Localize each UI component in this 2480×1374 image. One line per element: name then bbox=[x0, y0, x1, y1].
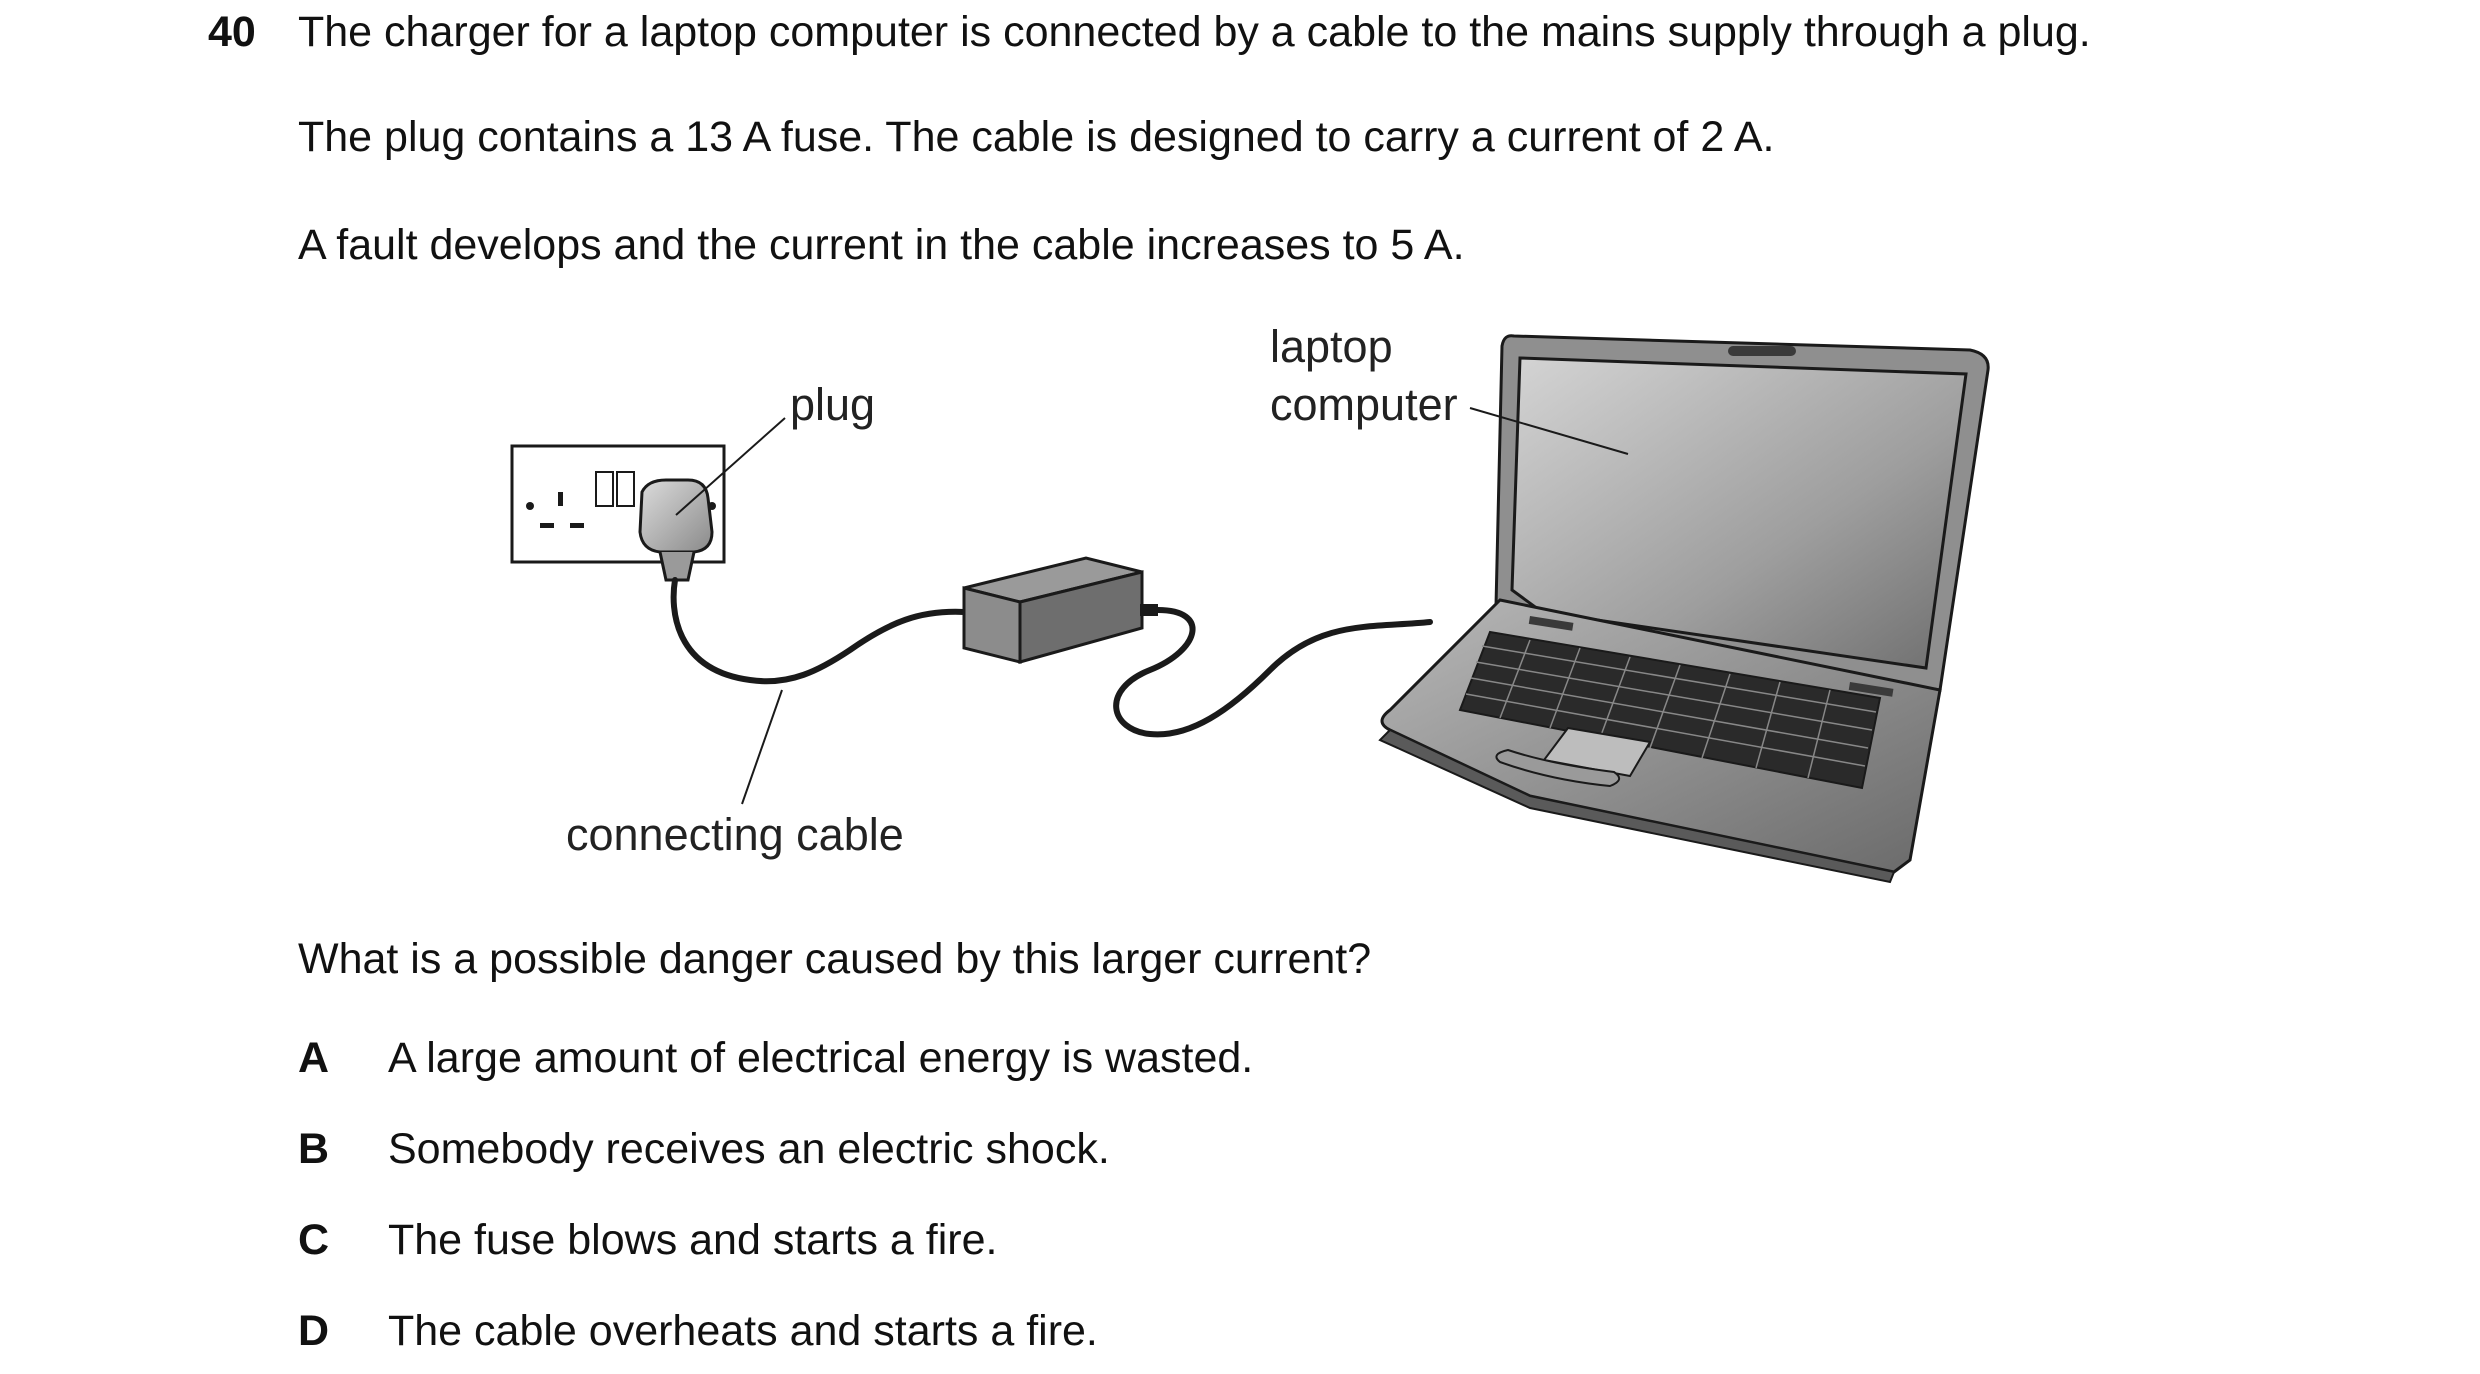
plug-label: plug bbox=[790, 379, 875, 430]
laptop-charger-diagram: plug laptop computer connecting cable bbox=[490, 310, 2010, 890]
cable-label: connecting cable bbox=[566, 809, 904, 860]
option-a-text: A large amount of electrical energy is w… bbox=[388, 1034, 1254, 1082]
option-d-text: The cable overheats and starts a fire. bbox=[388, 1307, 1098, 1355]
laptop-leader-line bbox=[1469, 407, 1629, 455]
connecting-cable bbox=[670, 577, 967, 685]
question-line-1: The charger for a laptop computer is con… bbox=[298, 8, 2091, 56]
option-a-letter: A bbox=[298, 1034, 330, 1082]
option-c-text: The fuse blows and starts a fire. bbox=[388, 1216, 998, 1264]
question-number: 40 bbox=[208, 8, 256, 56]
option-c-letter: C bbox=[298, 1216, 330, 1264]
cable-leader-line bbox=[741, 689, 783, 805]
speaker-grille bbox=[1528, 616, 1894, 697]
question-line-2: The plug contains a 13 A fuse. The cable… bbox=[298, 113, 1775, 161]
plug-leader-line bbox=[675, 417, 786, 516]
laptop-cable bbox=[1113, 607, 1433, 738]
laptop-label-line-1: laptop bbox=[1270, 321, 1393, 372]
laptop-label-line-2: computer bbox=[1270, 379, 1458, 430]
laptop bbox=[1378, 334, 1990, 884]
charger-box bbox=[962, 556, 1158, 664]
question-line-3: A fault develops and the current in the … bbox=[298, 221, 1465, 269]
option-b-text: Somebody receives an electric shock. bbox=[388, 1125, 1110, 1173]
diagram-svg: plug laptop computer connecting cable bbox=[510, 321, 1990, 884]
option-b-letter: B bbox=[298, 1125, 330, 1173]
plug bbox=[638, 478, 714, 582]
question-prompt: What is a possible danger caused by this… bbox=[298, 935, 1372, 983]
option-d-letter: D bbox=[298, 1307, 330, 1355]
